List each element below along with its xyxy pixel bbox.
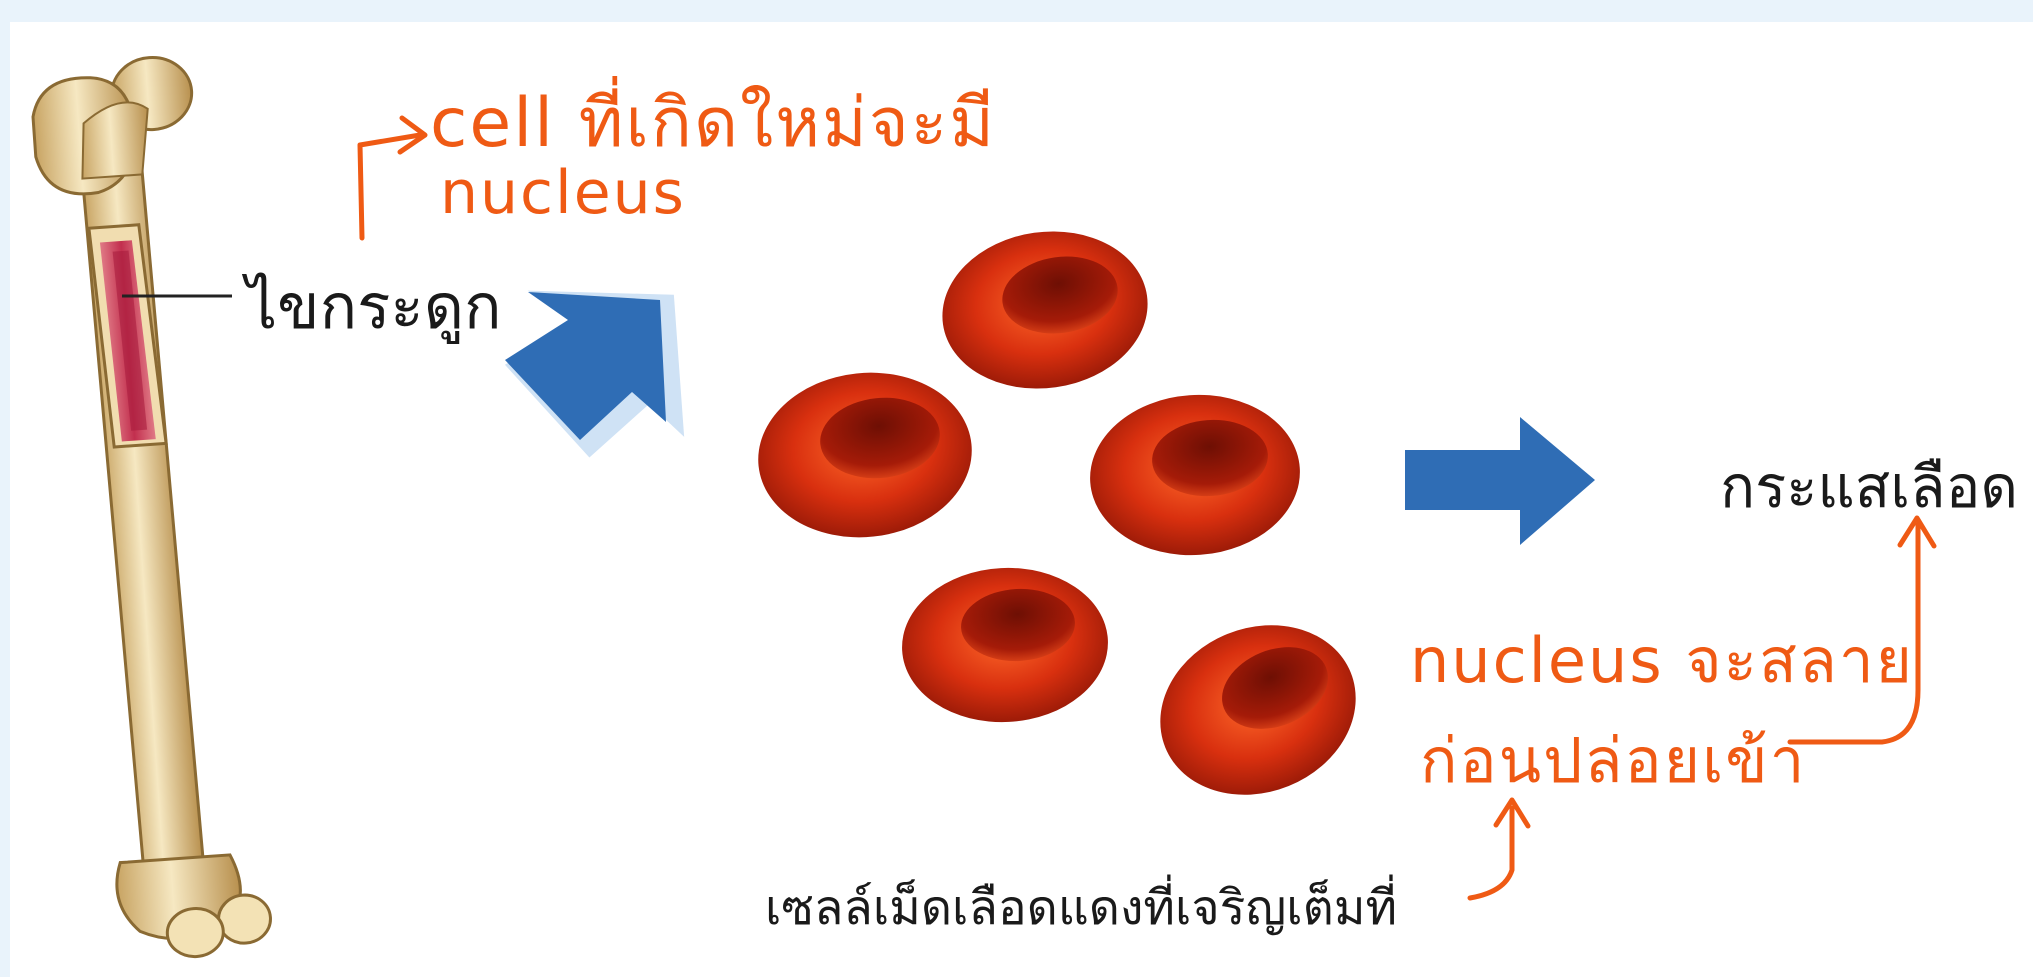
rbc-cell <box>750 362 980 547</box>
right-arrow <box>1405 417 1595 545</box>
mature-rbc-label: เซลล์เม็ดเลือดแดงที่เจริญเต็มที่ <box>765 870 1397 946</box>
annotation-nucleus-line2: ก่อนปล่อยเข้า <box>1420 712 1806 810</box>
annotation-arrow-new-cell <box>360 118 425 238</box>
femur-bone-illustration <box>29 53 272 963</box>
annotation-new-cell-line2: nucleus <box>440 158 686 228</box>
annotation-nucleus-line1: nucleus จะสลาย <box>1410 612 1914 710</box>
annotation-arrow-mature-to-nucleus <box>1470 800 1528 898</box>
rbc-cell <box>1135 597 1382 824</box>
rbc-cell <box>898 563 1112 728</box>
rbc-cell <box>932 218 1158 401</box>
bone-marrow-label: ไขกระดูก <box>246 258 502 356</box>
rbc-cell <box>1085 388 1306 562</box>
bloodstream-label: กระแสเลือด <box>1720 440 2018 533</box>
diagonal-arrow <box>505 291 684 458</box>
